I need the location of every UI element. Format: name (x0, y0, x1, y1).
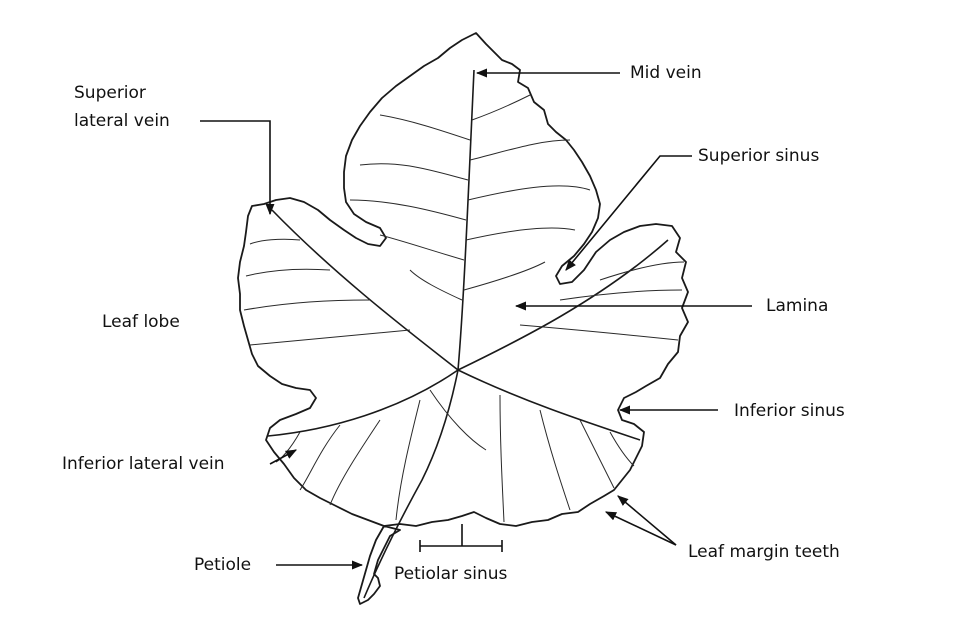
leaf-outline (237, 32, 689, 605)
secondary-veins (243, 94, 685, 523)
label-superior-sinus: Superior sinus (698, 146, 820, 166)
superior-sinus-pointer (565, 155, 692, 271)
label-leaf-lobe: Leaf lobe (102, 312, 180, 332)
right-inferior-vein-line (457, 369, 641, 441)
label-petiolar-sinus: Petiolar sinus (394, 564, 508, 584)
label-petiole: Petiole (194, 555, 252, 575)
label-lamina: Lamina (766, 296, 829, 316)
right-lateral-vein-line (457, 239, 669, 371)
label-inferior-lateral-vein: Inferior lateral vein (62, 454, 225, 474)
petiolar-sinus-bracket (419, 524, 503, 552)
label-superior-lateral-vein-line1: Superior (74, 83, 146, 103)
mid-vein-line (457, 69, 475, 371)
petiole-vein (363, 369, 459, 599)
leaf-margin-teeth-pointer-2 (617, 495, 677, 546)
leaf-margin-teeth-pointer-1 (604, 511, 677, 546)
superior-lateral-vein-line (271, 209, 459, 371)
label-leaf-margin-teeth: Leaf margin teeth (688, 542, 840, 562)
label-mid-vein: Mid vein (630, 63, 702, 83)
label-inferior-sinus: Inferior sinus (734, 401, 845, 421)
superior-lateral-vein-pointer (200, 120, 275, 216)
label-superior-lateral-vein-line2: lateral vein (74, 111, 170, 131)
inferior-lateral-vein-pointer (269, 449, 297, 465)
inferior-lateral-vein-line (267, 369, 459, 437)
